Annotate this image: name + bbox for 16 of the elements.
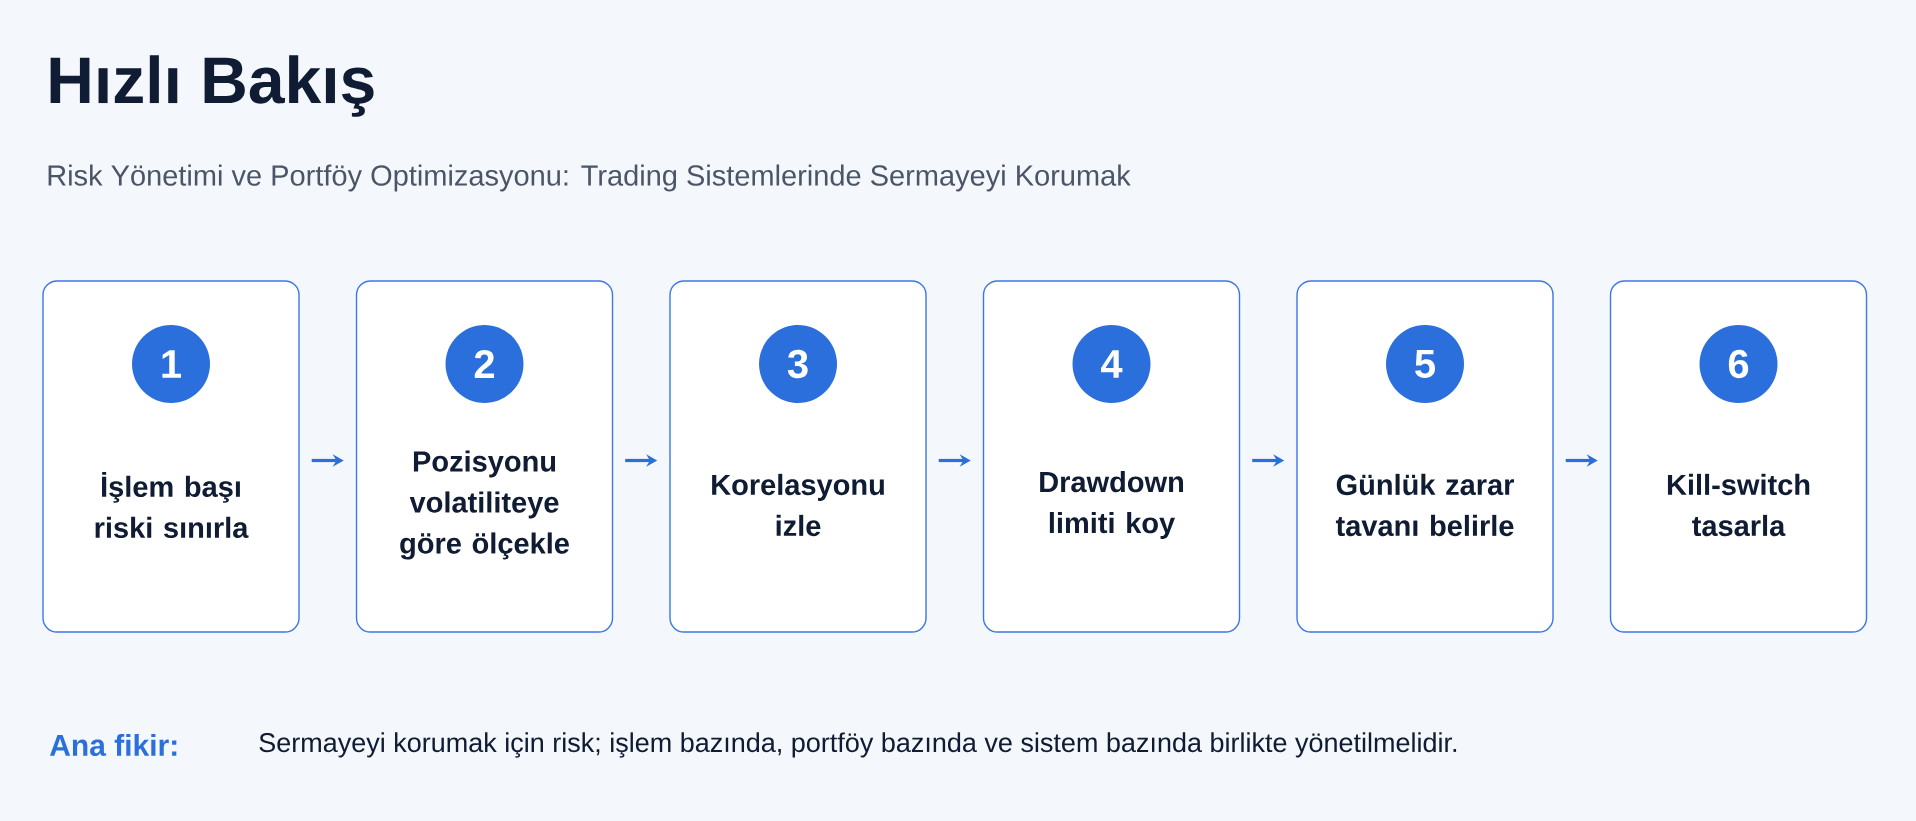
title: Hızlı Bakış [50, 55, 374, 117]
subtitle: Risk Yönetimi ve Portföy Optimizasyonu: Trading Sistemlerinde Sermayeyi Korumak [48, 164, 1131, 192]
number-badge: 6 [1699, 325, 1778, 403]
number-badge: 4 [1072, 325, 1151, 403]
step-label: Korelasyonu izle [712, 473, 884, 537]
number-badge: 1 [132, 325, 210, 403]
number-badge: 3 [759, 325, 837, 403]
key-idea-text: Sermayeyi korumak için risk; işlem bazında, portföy bazında ve sistem bazında birlikte yönetilmelidir. [259, 732, 1457, 758]
step-label: Kill-switch tasarla [1667, 473, 1810, 537]
step-label: İşlem başı riski sınırla [95, 471, 249, 539]
key-idea-label: Ana fikir: [49, 734, 177, 756]
number-badge: 5 [1386, 325, 1464, 403]
step-label: Günlük zarar tavanı belirle [1335, 473, 1514, 537]
step-label: Drawdown limiti koy [1040, 471, 1184, 539]
number-badge: 2 [445, 325, 524, 403]
step-label: Pozisyonu volatiliteye göre ölçekle [400, 450, 569, 560]
